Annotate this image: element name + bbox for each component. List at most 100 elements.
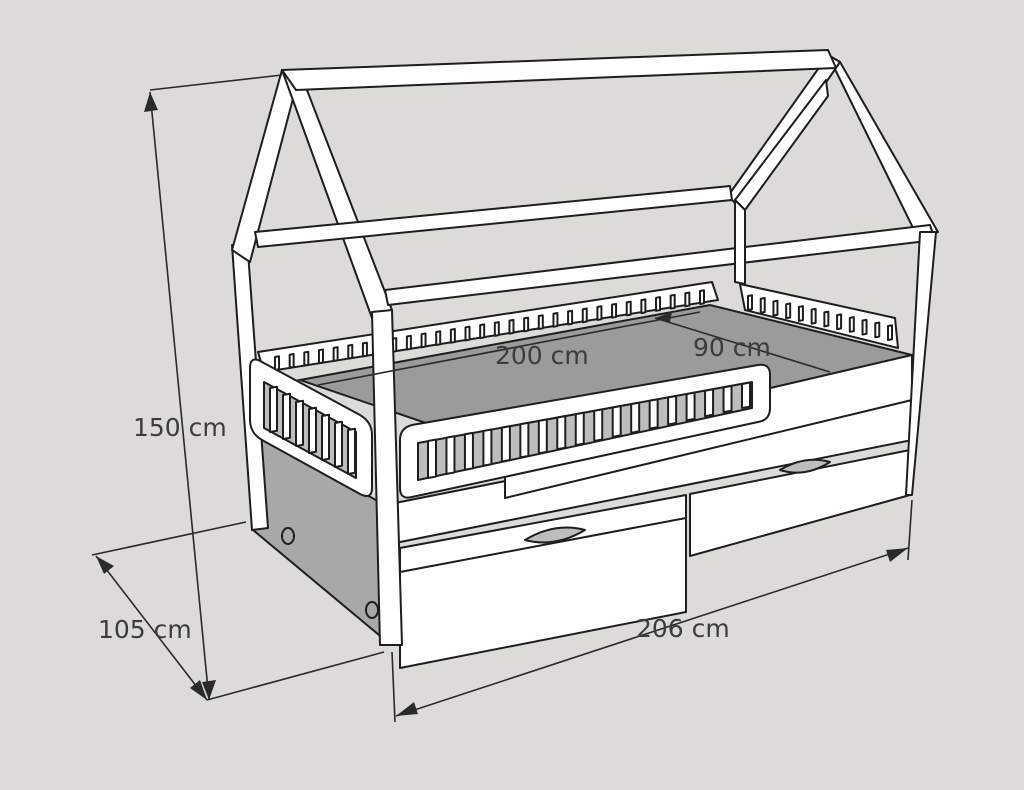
rail-slat [282, 392, 291, 440]
back-rail-right [739, 283, 899, 349]
dimension-lines [91, 74, 913, 723]
rail-slat [303, 350, 310, 367]
rail-slat [317, 348, 324, 365]
rail-slat [684, 291, 691, 308]
rail-slat [567, 309, 574, 326]
height-label: 150 cm [133, 413, 227, 442]
post-front-right [905, 231, 937, 496]
rail-slat [361, 341, 368, 358]
rail-slat [785, 302, 792, 320]
rail-slat [463, 431, 474, 471]
rail-slat [537, 314, 544, 331]
rail-slat [295, 399, 304, 447]
rail-slat [848, 316, 855, 333]
rail-slat [669, 293, 676, 310]
length-dim-line [395, 547, 909, 717]
guard-rails [249, 358, 771, 499]
rail-slat [552, 312, 559, 328]
front-guard-slats [427, 381, 751, 479]
end-guard-slats [269, 385, 356, 475]
rail-slat [405, 334, 412, 351]
rail-slat [435, 330, 442, 346]
mattress-width-label: 90 cm [693, 333, 771, 362]
rail-slat [574, 411, 585, 447]
rail-slat [593, 408, 604, 442]
rail-slat [537, 418, 548, 455]
rail-slat [269, 385, 278, 433]
ridge-beam [281, 49, 837, 91]
side-beam-back [254, 185, 733, 248]
depth-ext [91, 521, 247, 556]
mattress-length-line [317, 311, 701, 386]
rail-slat [625, 300, 632, 317]
gable-right-back [827, 54, 939, 239]
arrow-head [396, 702, 418, 716]
arrow-head [190, 680, 207, 700]
drawer-left-divider [399, 517, 687, 573]
mattress-width-line [654, 317, 831, 373]
rail-slat [464, 325, 471, 342]
rail-slat [308, 406, 317, 454]
gable-left-front [281, 69, 393, 319]
rail-slat [500, 425, 511, 463]
rail-slat [640, 298, 647, 315]
rail-slat [445, 435, 456, 475]
arrow-head [655, 312, 672, 322]
rail-slat [334, 420, 343, 468]
rail-slat [741, 381, 751, 409]
rail-slat [648, 398, 659, 430]
rail-slat [861, 318, 868, 336]
depth-dim-line [95, 555, 208, 701]
rail-slat [836, 313, 843, 331]
rail-slat [667, 394, 678, 426]
rail-slat [630, 401, 641, 434]
rail-slat [797, 305, 804, 322]
gable-right-front [727, 54, 841, 209]
rail-slat [321, 413, 330, 461]
depth-label: 105 cm [98, 615, 192, 644]
drawer-left-handle [524, 526, 586, 544]
rail-slat [493, 321, 500, 337]
house-frame [231, 49, 939, 646]
rail-slat [479, 323, 486, 340]
drawer-right-handle [779, 458, 831, 474]
rail-slat [427, 438, 437, 479]
rail-slat [556, 415, 567, 451]
post-front-left [371, 309, 403, 646]
rail-slat [288, 353, 295, 369]
rail-slat [347, 343, 354, 360]
rail-slat [596, 305, 603, 321]
rail-slat [611, 405, 622, 438]
arrow-head [886, 548, 908, 562]
rail-slat [332, 346, 339, 362]
arrow-head [144, 92, 158, 112]
bed-base [252, 399, 913, 669]
mattress-length-label: 200 cm [495, 341, 589, 370]
rail-slat [810, 307, 817, 325]
rail-slat [482, 428, 493, 467]
wheel [281, 527, 295, 545]
rail-slat [655, 296, 662, 312]
arrow-head [202, 680, 216, 700]
rail-slat [274, 355, 280, 371]
height-ext-top [149, 74, 283, 91]
rail-slat [420, 332, 427, 349]
rail-slat [747, 294, 753, 311]
rail-slat [722, 384, 733, 414]
rail-slat [523, 316, 530, 333]
gable-right-inner [734, 79, 829, 211]
rail-slat [508, 318, 515, 335]
rail-slat [581, 307, 588, 324]
rail-slat [519, 421, 530, 459]
length-label: 206 cm [636, 614, 730, 643]
wheel [365, 601, 379, 619]
rail-slat [759, 297, 766, 314]
arrow-head [96, 556, 114, 574]
back-slats [274, 289, 893, 371]
rail-slat [887, 324, 893, 341]
height-dim-line [149, 91, 210, 701]
base-ext [206, 651, 385, 701]
rail-slat [874, 321, 881, 339]
